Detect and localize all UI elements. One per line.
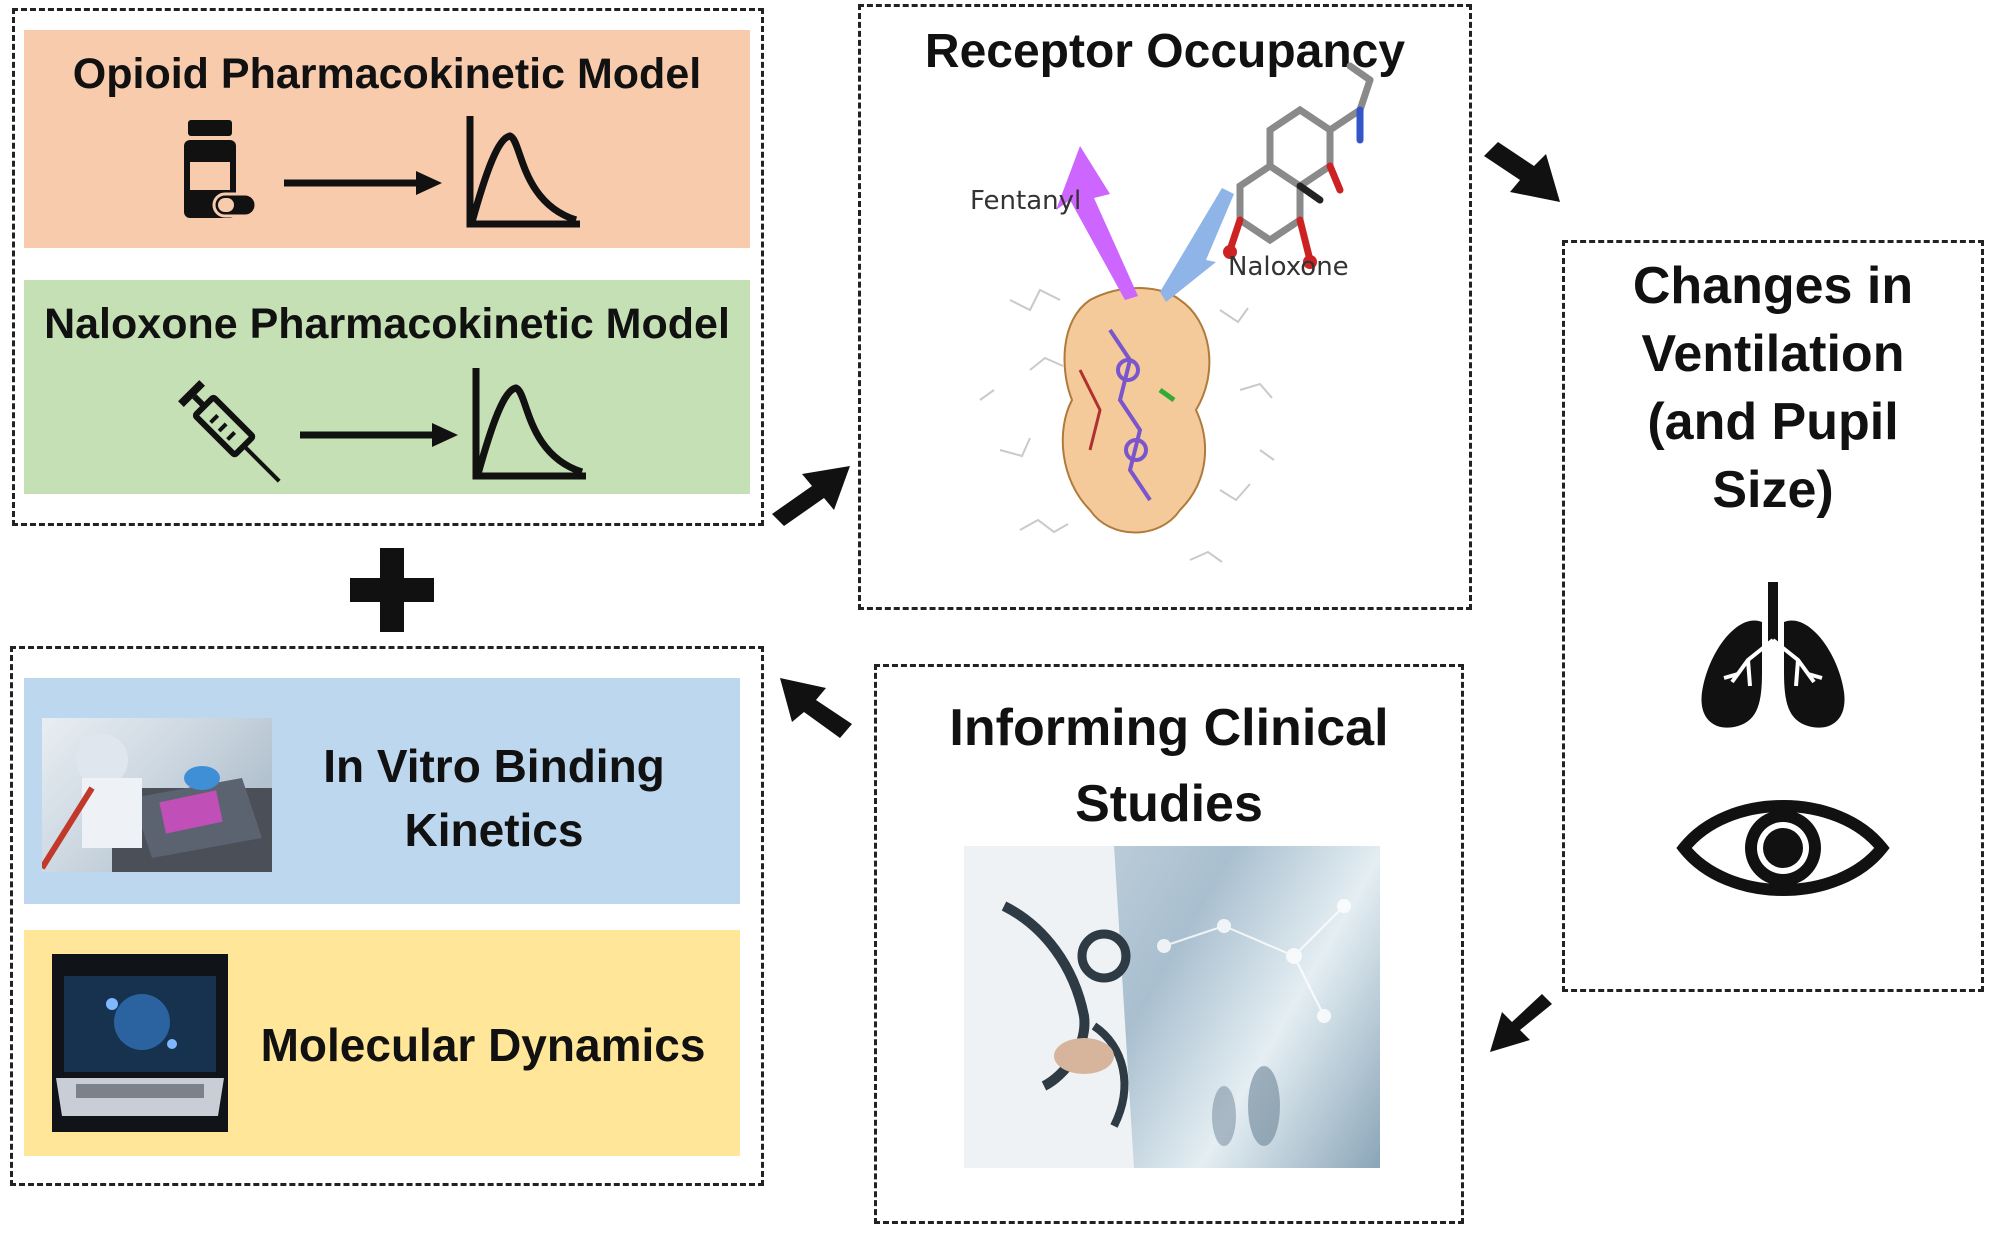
ventilation-title-line2: Ventilation bbox=[1641, 325, 1905, 383]
in-vitro-panel: In Vitro Binding Kinetics bbox=[24, 678, 740, 904]
clinical-title-line2: Studies bbox=[1075, 775, 1263, 833]
receptor-title: Receptor Occupancy bbox=[924, 25, 1406, 78]
md-title: Molecular Dynamics bbox=[260, 1019, 706, 1071]
syringe-icon bbox=[178, 380, 281, 483]
clinical-title-line1: Informing Clinical bbox=[949, 699, 1389, 757]
clinical-title: Informing Clinical Studies bbox=[880, 690, 1458, 842]
receptor-structure-image bbox=[979, 62, 1374, 563]
laptop-photo bbox=[52, 954, 228, 1132]
flow-arrow-icon bbox=[1484, 142, 1560, 202]
flow-arrow-icon bbox=[1490, 994, 1552, 1052]
ventilation-title-line3: (and Pupil bbox=[1647, 393, 1899, 451]
opioid-pk-panel: Opioid Pharmacokinetic Model bbox=[24, 30, 750, 248]
ventilation-title-line4: Size) bbox=[1712, 461, 1834, 519]
in-vitro-title-line1: In Vitro Binding bbox=[323, 740, 665, 792]
binding-methods-group bbox=[10, 646, 764, 1186]
pk-curve-icon bbox=[472, 368, 586, 480]
pill-bottle-icon bbox=[184, 120, 258, 218]
opioid-pk-title: Opioid Pharmacokinetic Model bbox=[72, 50, 702, 98]
receptor-occupancy-group bbox=[858, 4, 1472, 610]
eye-icon bbox=[1676, 800, 1890, 896]
naloxone-pk-panel: Naloxone Pharmacokinetic Model bbox=[24, 280, 750, 494]
naloxone-label: Naloxone bbox=[1228, 252, 1349, 282]
in-vitro-title-line2: Kinetics bbox=[404, 804, 584, 856]
lungs-icon bbox=[1701, 582, 1845, 728]
flow-arrow-icon bbox=[772, 466, 850, 526]
ventilation-group bbox=[1562, 240, 1984, 992]
arrow-right-icon bbox=[300, 423, 458, 447]
pk-curve-icon bbox=[466, 116, 580, 228]
plus-icon bbox=[350, 548, 434, 632]
md-panel: Molecular Dynamics bbox=[24, 930, 740, 1156]
clinical-group bbox=[874, 664, 1464, 1224]
in-vitro-title: In Vitro Binding Kinetics bbox=[284, 734, 704, 862]
fentanyl-label: Fentanyl bbox=[970, 186, 1082, 216]
arrow-right-icon bbox=[284, 171, 442, 195]
ventilation-title: Changes in Ventilation (and Pupil Size) bbox=[1566, 252, 1980, 524]
ventilation-title-line1: Changes in bbox=[1632, 257, 1914, 315]
doctor-photo bbox=[964, 846, 1380, 1168]
lab-photo bbox=[42, 718, 272, 872]
naloxone-pk-title: Naloxone Pharmacokinetic Model bbox=[44, 300, 730, 348]
pk-models-group bbox=[12, 8, 764, 526]
flow-arrow-icon bbox=[780, 678, 852, 738]
